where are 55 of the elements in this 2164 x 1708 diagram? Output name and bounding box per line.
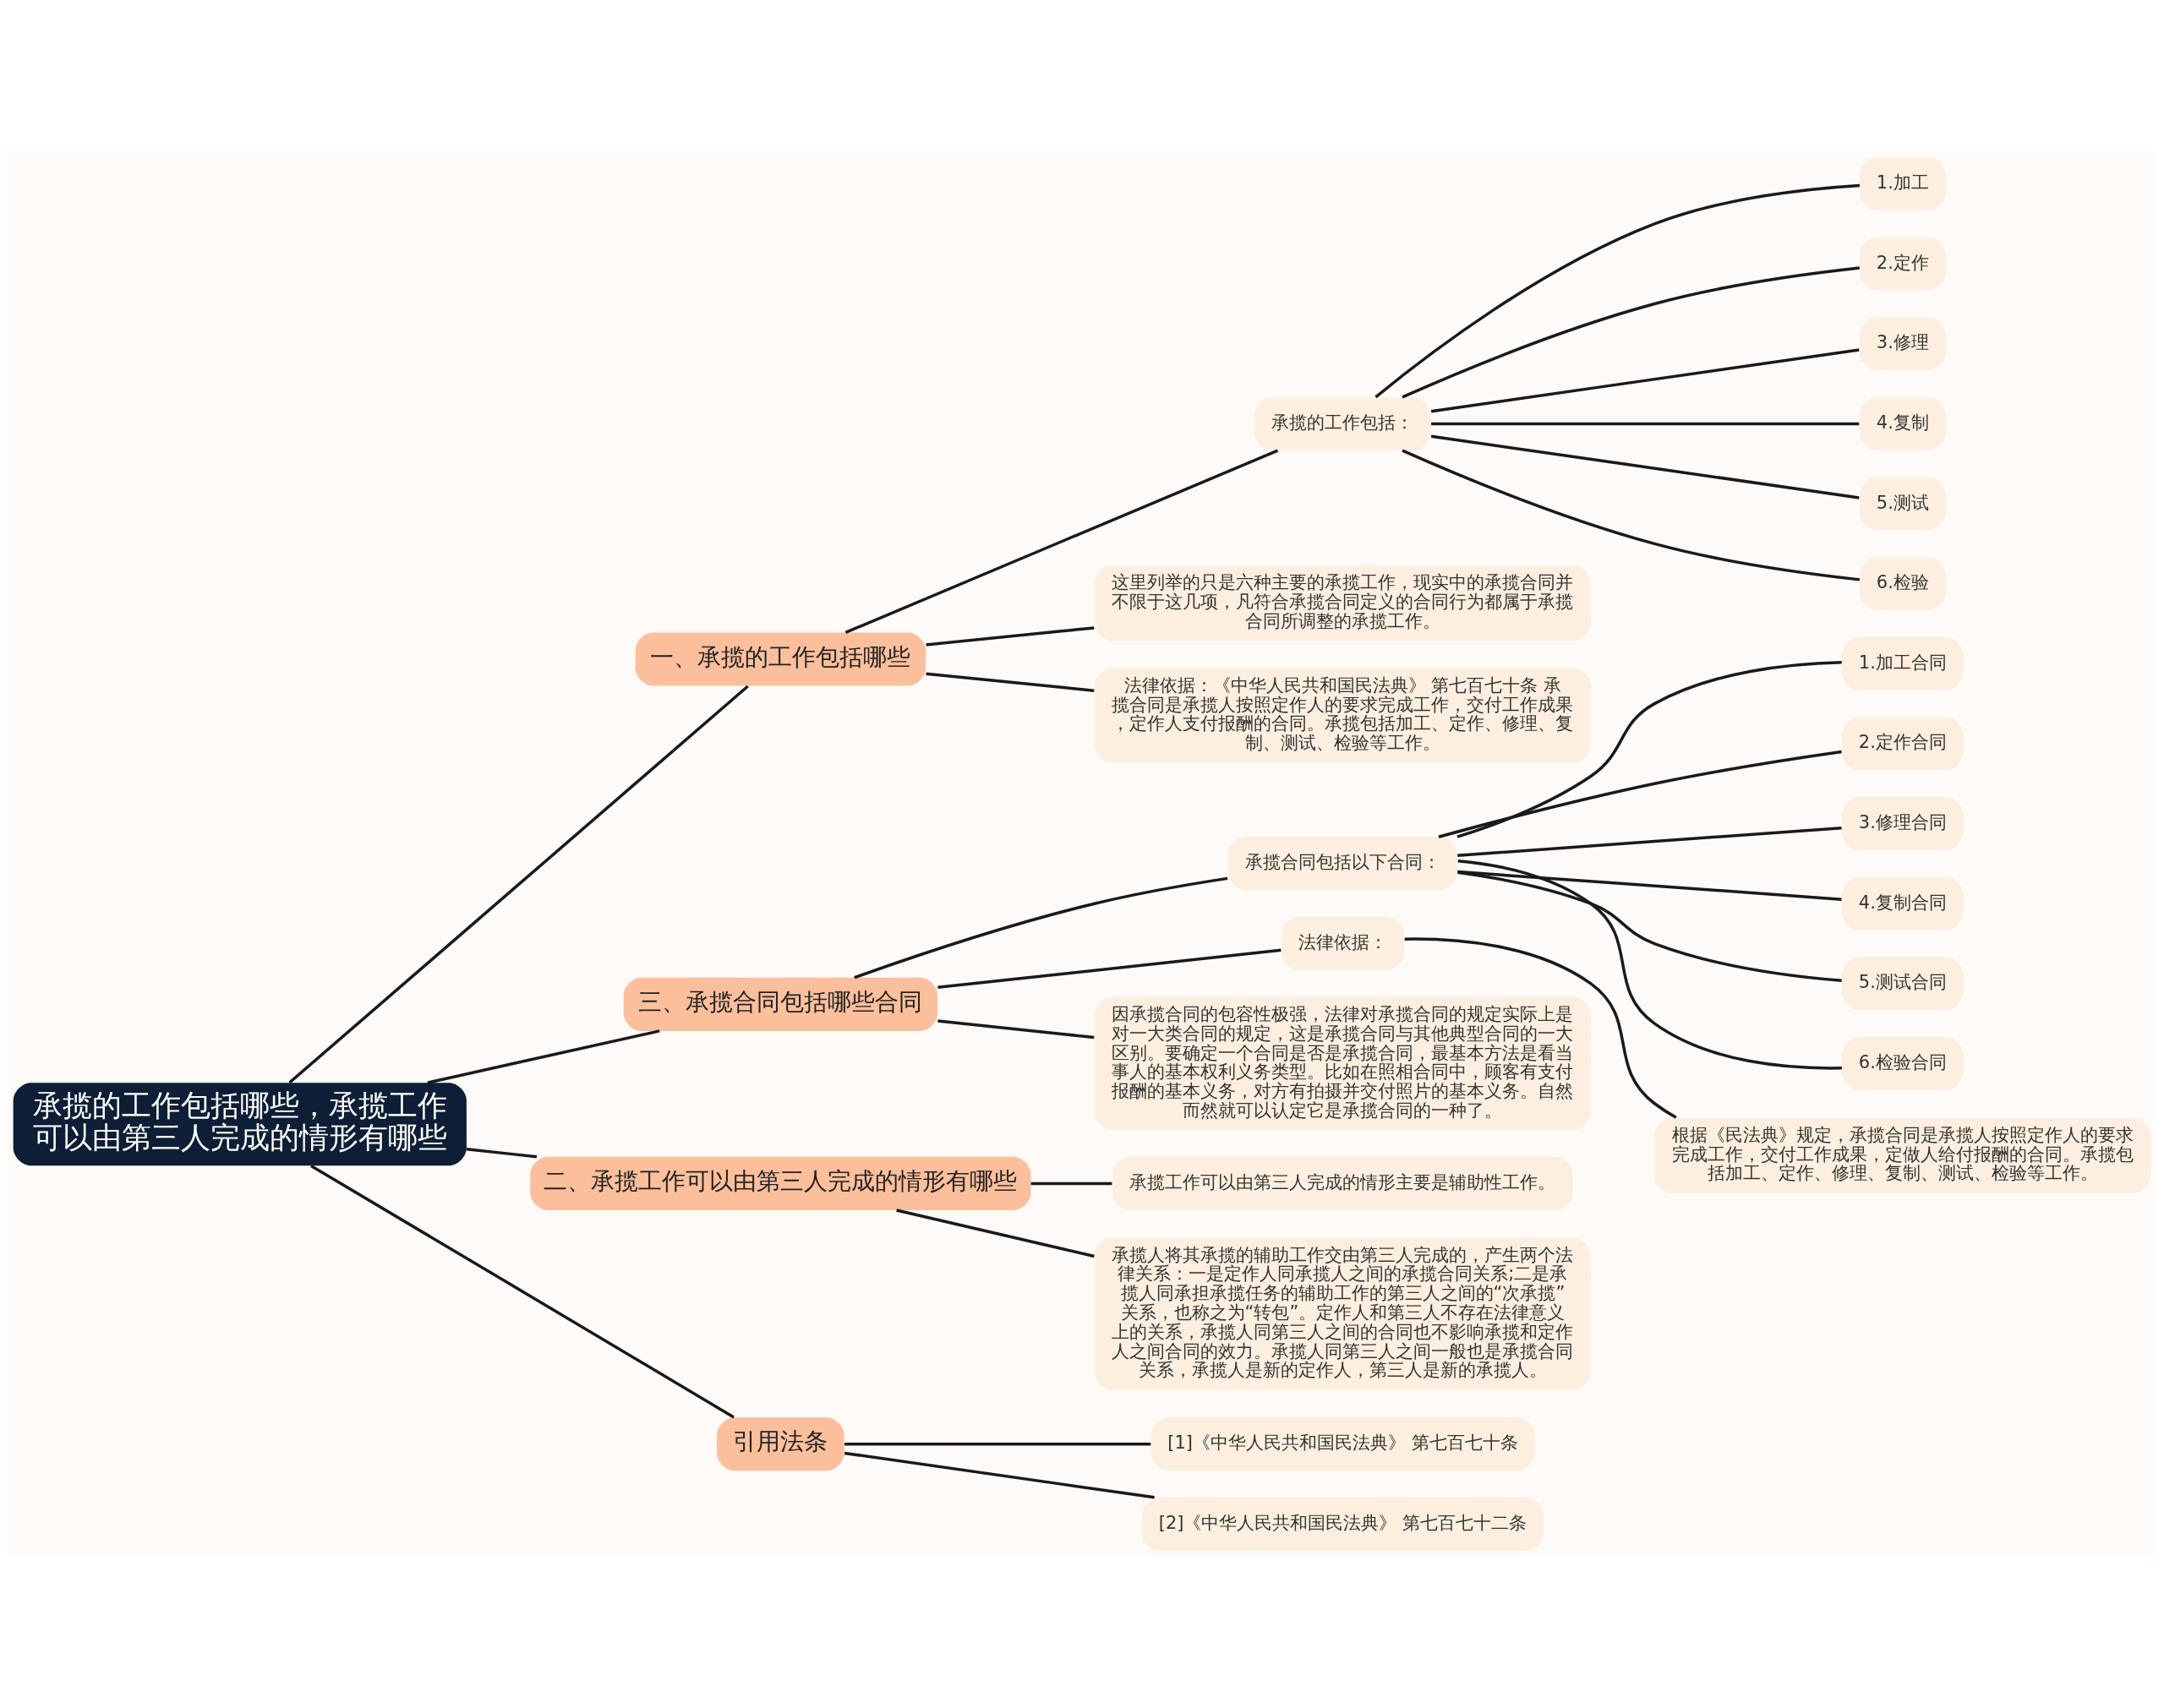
node-box: 承揽的工作包括哪些，承揽工作可以由第三人完成的情形有哪些	[13, 1083, 467, 1166]
node-box: 二、承揽工作可以由第三人完成的情形有哪些	[530, 1156, 1031, 1210]
connector	[1456, 660, 1842, 838]
node-box: 5.测试合同	[1841, 957, 1964, 1011]
connector	[1402, 266, 1861, 399]
connector	[844, 1443, 1151, 1446]
connector	[844, 1451, 1155, 1499]
node-box: 法律依据：《中华人民共和国民法典》 第七百七十条 承揽合同是承揽人按照定作人的要求完成工作，交付工作成果，定作人支付报酬的合同。承揽包括加工、定作、修理、复制、测试、检验等工作。	[1094, 668, 1591, 763]
node-box: 3.修理	[1860, 317, 1946, 371]
node-box: 6.检验	[1860, 557, 1946, 611]
connector	[1030, 1181, 1112, 1186]
node-box: 1.加工	[1860, 157, 1946, 211]
node-box: 承揽合同包括以下合同：	[1227, 837, 1458, 891]
node-box: 5.测试	[1860, 477, 1946, 531]
node-box: 4.复制	[1860, 396, 1946, 450]
node-box: 承揽工作可以由第三人完成的情形主要是辅助性工作。	[1112, 1156, 1573, 1210]
node-box: 一、承揽的工作包括哪些	[635, 632, 926, 686]
connector	[854, 876, 1228, 980]
connector	[937, 1019, 1095, 1040]
node-box: [1]《中华人民共和国民法典》 第七百七十条	[1150, 1417, 1535, 1471]
connector	[466, 1147, 538, 1159]
connector	[1457, 870, 1842, 983]
connector	[937, 948, 1281, 990]
connector	[896, 1209, 1095, 1258]
node-box: 承揽人将其承揽的辅助工作交由第三人完成的，产生两个法律关系：一是定作人同承揽人之间的承揽合同关系;二是承揽人同承担承揽任务的辅助工作的第三人之间的“次承揽”关系，也称之为“转包”。定作人和第三人不存在法律意义上的关系，承揽人同第三人之间的合同也不影响承揽和定作人之间合同的效力。承揽人同第三人之间一般也是承揽合同关系，承揽人是新的定作人，第三人是新的承揽人。	[1094, 1237, 1591, 1390]
node-box: 2.定作	[1860, 237, 1946, 291]
node-box: [2]《中华人民共和国民法典》 第七百七十二条	[1141, 1497, 1544, 1551]
connector	[1431, 422, 1860, 426]
node-box: 6.检验合同	[1841, 1036, 1964, 1090]
node-box: 2.定作合同	[1841, 717, 1964, 771]
node-box: 引用法条	[717, 1417, 844, 1471]
connector	[310, 1164, 735, 1419]
connector	[1457, 826, 1842, 857]
connector	[1438, 750, 1842, 838]
node-box: 根据《民法典》规定，承揽合同是承揽人按照定作人的要求完成工作，交付工作成果，定做人给付报酬的合同。承揽包括加工、定作、修理、复制、测试、检验等工作。	[1654, 1117, 2151, 1193]
connector	[1430, 348, 1860, 413]
connector	[288, 685, 749, 1084]
connector	[427, 1029, 660, 1084]
node-box: 3.修理合同	[1841, 797, 1964, 851]
node-box: 这里列举的只是六种主要的承揽工作，现实中的承揽合同并不限于这几项，凡符合承揽合同定义的合同行为都属于承揽合同所调整的承揽工作。	[1094, 565, 1591, 641]
connector	[1402, 449, 1861, 581]
node-box: 因承揽合同的包容性极强，法律对承揽合同的规定实际上是对一大类合同的规定，这是承揽合同与其他典型合同的一大区别。要确定一个合同是否是承揽合同，最基本方法是看当事人的基本权利义务类型。比如在照相合同中，顾客有支付报酬的基本义务，对方有拍摄并交付照片的基本义务。自然而然就可以认定它是承揽合同的一种了。	[1094, 996, 1591, 1131]
connector	[1404, 937, 1677, 1119]
node-box: 1.加工合同	[1841, 636, 1964, 690]
node-box: 4.复制合同	[1841, 876, 1964, 930]
node-box: 承揽的工作包括：	[1254, 396, 1431, 450]
connector	[926, 672, 1095, 692]
connector	[1430, 434, 1860, 499]
connector	[1457, 859, 1842, 1070]
connector	[844, 449, 1279, 634]
node-box: 法律依据：	[1281, 917, 1405, 971]
connector	[926, 626, 1095, 647]
connector	[1374, 183, 1861, 399]
connector	[1457, 870, 1842, 901]
node-box: 三、承揽合同包括哪些合同	[623, 977, 938, 1031]
